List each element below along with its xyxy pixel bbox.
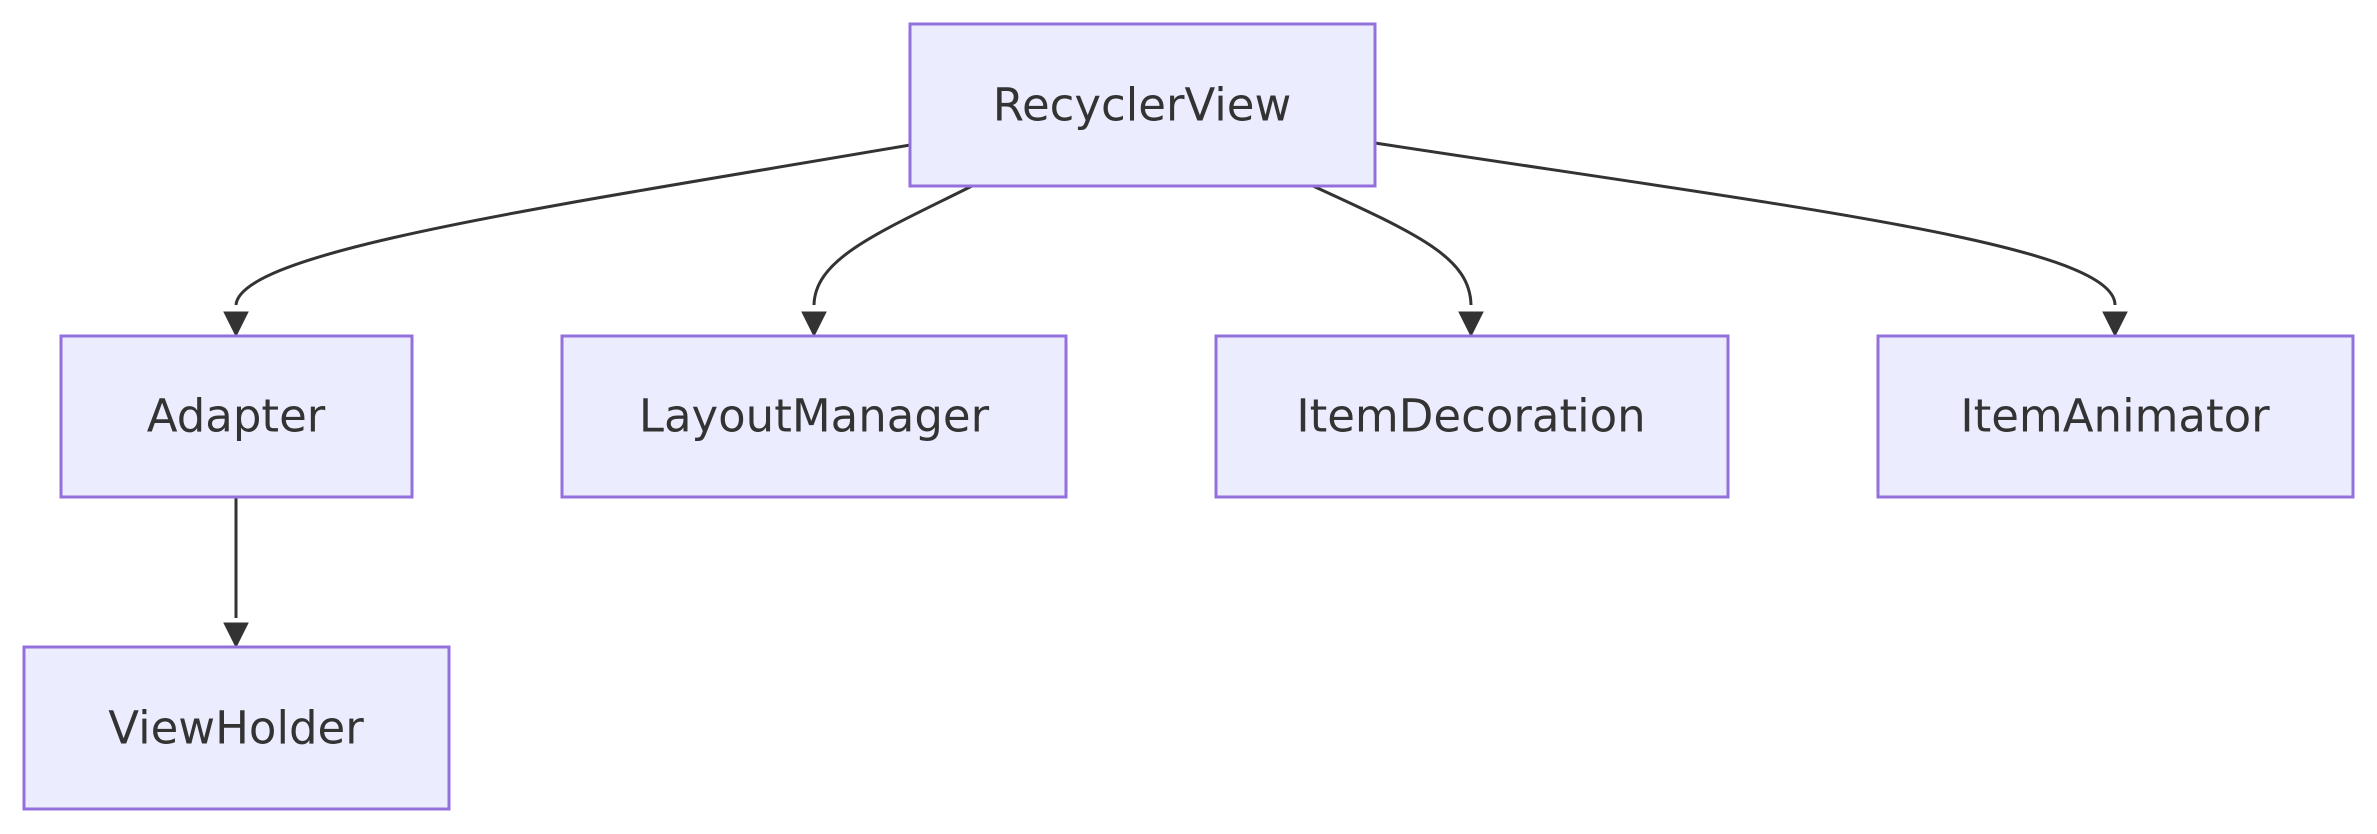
node-label-itemdecoration: ItemDecoration — [1296, 390, 1645, 443]
node-label-viewholder: ViewHolder — [108, 702, 364, 755]
arrowhead-itemanimator — [2102, 311, 2128, 338]
node-label-adapter: Adapter — [147, 390, 326, 443]
edge-recyclerview-itemdecoration — [1312, 184, 1473, 306]
edge-recyclerview-adapter — [234, 143, 911, 306]
node-label-itemanimator: ItemAnimator — [1960, 390, 2270, 443]
arrowhead-itemdecoration — [1458, 311, 1484, 338]
node-layoutmanager: LayoutManager — [560, 334, 1068, 499]
node-itemdecoration: ItemDecoration — [1214, 334, 1730, 499]
node-recyclerview: RecyclerView — [908, 22, 1377, 188]
arrowhead-layoutmanager — [801, 311, 827, 338]
edge-recyclerview-itemanimator — [1374, 141, 2117, 306]
node-adapter: Adapter — [59, 334, 414, 499]
node-itemanimator: ItemAnimator — [1876, 334, 2355, 499]
node-label-recyclerview: RecyclerView — [993, 79, 1292, 132]
arrowhead-adapter — [223, 311, 249, 338]
arrowhead-viewholder — [223, 622, 249, 649]
edge-recyclerview-layoutmanager — [812, 184, 973, 306]
node-label-layoutmanager: LayoutManager — [639, 390, 990, 443]
node-viewholder: ViewHolder — [22, 645, 451, 811]
